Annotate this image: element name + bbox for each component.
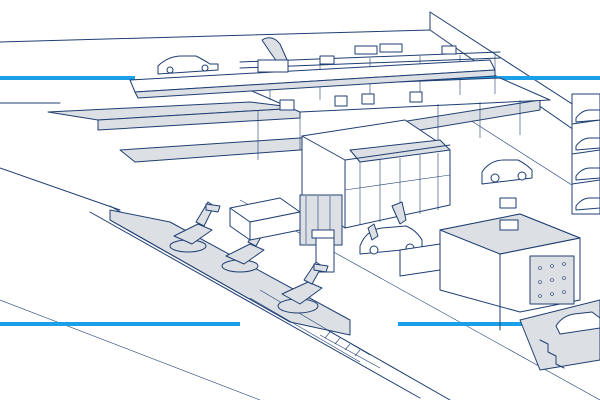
car-on-right-ramp	[555, 311, 600, 335]
car-in-rack	[575, 109, 600, 123]
paint-robot-arm	[391, 201, 407, 225]
paint-robot-station	[359, 201, 441, 277]
storage-rack	[571, 93, 600, 215]
welding-robot-3	[277, 261, 329, 314]
floor-equipment	[229, 197, 301, 241]
car-on-floor-right	[481, 159, 533, 185]
top-conveyor	[129, 37, 496, 99]
central-paint-booth	[299, 119, 451, 246]
right-building	[439, 197, 600, 371]
mezzanine-deck	[47, 51, 551, 163]
welding-robot-1	[169, 201, 221, 253]
control-cabinet	[311, 229, 335, 273]
